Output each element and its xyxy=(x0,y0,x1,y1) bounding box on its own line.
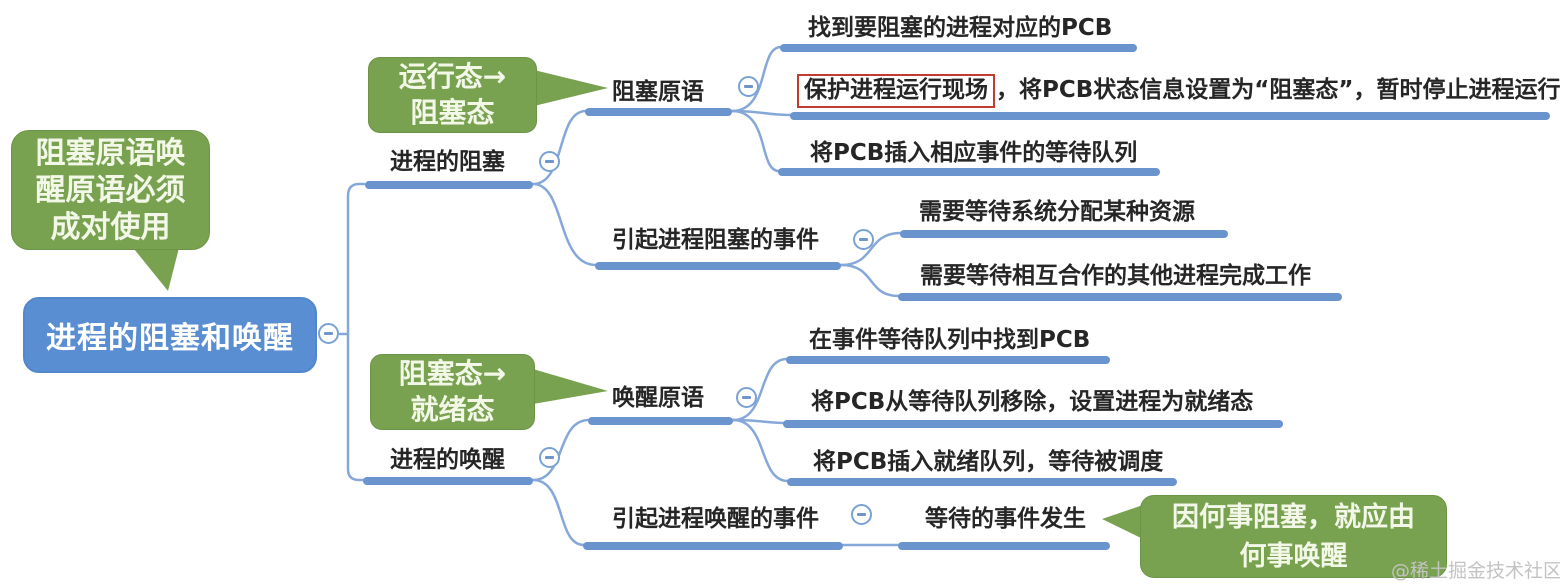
link-bprim-step1 xyxy=(730,45,783,113)
link-wprim-step1 xyxy=(731,357,789,422)
underline-block-step1 xyxy=(780,44,1137,52)
underline-wake-event1 xyxy=(898,542,1110,550)
underline-wake-primitive xyxy=(588,417,733,425)
collapse-button-block-events[interactable] xyxy=(853,229,874,250)
minus-icon xyxy=(859,238,868,241)
callout-ready-line1: 阻塞态→ xyxy=(398,357,507,390)
minus-icon xyxy=(545,456,554,459)
link-wake-to-primitive xyxy=(531,418,591,482)
underline-wake-branch xyxy=(363,477,533,485)
link-bprim-step3 xyxy=(730,109,781,173)
node-block-step3[interactable]: 将PCB插入相应事件的等待队列 xyxy=(810,140,1138,166)
link-block-to-events xyxy=(531,182,598,267)
node-wake-step3[interactable]: 将PCB插入就绪队列，等待被调度 xyxy=(813,449,1164,475)
underline-wake-step2 xyxy=(783,420,1283,428)
underline-block-step2 xyxy=(790,112,1550,120)
callout-tail-ready xyxy=(533,369,608,404)
node-block-event1[interactable]: 需要等待系统分配某种资源 xyxy=(919,199,1195,225)
underline-block-event2 xyxy=(898,293,1342,301)
callout-pair-usage[interactable]: 阻塞原语唤 醒原语必须 成对使用 xyxy=(11,130,210,250)
callout-pair-line2: 醒原语必须 xyxy=(35,172,186,208)
link-bevents-item2 xyxy=(839,263,901,298)
root-topic[interactable]: 进程的阻塞和唤醒 xyxy=(23,297,317,373)
callout-tail-pair xyxy=(130,244,180,291)
watermark: @稀土掘金技术社区 xyxy=(1391,560,1560,582)
node-wake-branch[interactable]: 进程的唤醒 xyxy=(390,447,505,473)
underline-wake-events xyxy=(583,542,843,550)
node-block-primitive[interactable]: 阻塞原语 xyxy=(612,79,704,105)
underline-block-primitive xyxy=(585,108,732,116)
node-block-step1[interactable]: 找到要阻塞的进程对应的PCB xyxy=(808,15,1113,41)
link-wake-to-events xyxy=(531,478,586,547)
node-wake-event1[interactable]: 等待的事件发生 xyxy=(925,506,1086,532)
node-block-step2-rest: ，将PCB状态信息设置为“阻塞态”，暂时停止进程运行 xyxy=(996,77,1560,103)
callout-ready-line2: 就绪态 xyxy=(410,393,495,426)
callout-tail-wake xyxy=(1102,505,1143,539)
node-block-event2[interactable]: 需要等待相互合作的其他进程完成工作 xyxy=(920,263,1311,289)
link-block-to-primitive xyxy=(531,109,588,186)
node-block-step2[interactable]: 保护进程运行现场，将PCB状态信息设置为“阻塞态”，暂时停止进程运行 xyxy=(797,74,1560,109)
callout-wake-line1: 因何事阻塞，就应由 xyxy=(1172,501,1415,533)
collapse-button-block-branch[interactable] xyxy=(539,151,560,172)
highlight-box: 保护进程运行现场 xyxy=(797,74,995,109)
underline-wake-step3 xyxy=(787,478,1177,486)
link-root-trunk xyxy=(346,182,366,482)
collapse-button-block-primitive[interactable] xyxy=(738,76,759,97)
node-block-branch[interactable]: 进程的阻塞 xyxy=(390,149,505,175)
callout-run-line2: 阻塞态 xyxy=(410,96,495,129)
underline-block-step3 xyxy=(778,168,1160,176)
collapse-button-wake-primitive[interactable] xyxy=(736,387,757,408)
link-bevents-item1 xyxy=(839,231,903,267)
callout-pair-line3: 成对使用 xyxy=(50,209,171,245)
underline-block-event1 xyxy=(900,230,1228,238)
callout-wake-cause[interactable]: 因何事阻塞，就应由 何事唤醒 xyxy=(1140,495,1447,578)
link-wprim-step3 xyxy=(731,418,790,483)
collapse-button-root[interactable] xyxy=(318,323,339,344)
underline-block-branch xyxy=(365,181,533,189)
minus-icon xyxy=(324,332,333,335)
callout-pair-line1: 阻塞原语唤 xyxy=(35,135,186,171)
collapse-button-wake-branch[interactable] xyxy=(539,447,560,468)
minus-icon xyxy=(545,160,554,163)
callout-blocked-to-ready[interactable]: 阻塞态→ 就绪态 xyxy=(370,354,535,430)
underline-wake-step1 xyxy=(786,356,1110,364)
node-wake-events[interactable]: 引起进程唤醒的事件 xyxy=(612,506,819,532)
callout-run-line1: 运行态→ xyxy=(398,60,507,93)
minus-icon xyxy=(742,396,751,399)
node-wake-primitive[interactable]: 唤醒原语 xyxy=(612,385,704,411)
callout-run-to-blocked[interactable]: 运行态→ 阻塞态 xyxy=(368,57,537,133)
underline-block-events xyxy=(595,262,841,270)
callout-tail-run xyxy=(534,70,608,106)
node-wake-step1[interactable]: 在事件等待队列中找到PCB xyxy=(809,327,1091,353)
callout-wake-line2: 何事唤醒 xyxy=(1239,540,1348,572)
node-block-events[interactable]: 引起进程阻塞的事件 xyxy=(612,227,819,253)
collapse-button-wake-events[interactable] xyxy=(851,504,872,525)
minus-icon xyxy=(857,513,866,516)
minus-icon xyxy=(744,85,753,88)
node-wake-step2[interactable]: 将PCB从等待队列移除，设置进程为就绪态 xyxy=(811,389,1254,415)
